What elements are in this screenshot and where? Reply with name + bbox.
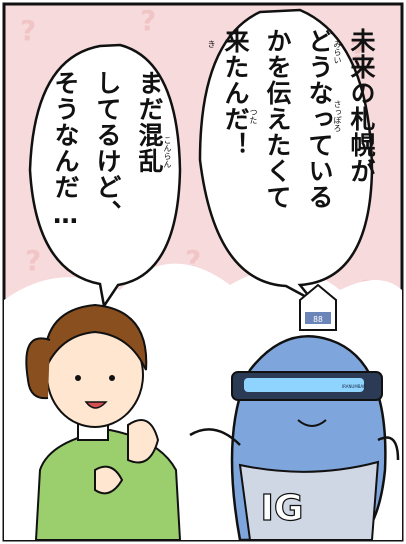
mascot-belly-logo: IG xyxy=(261,488,304,529)
speech-right-line: 来たんだ！ xyxy=(221,28,250,158)
svg-text:?: ? xyxy=(140,4,156,37)
mascot-character xyxy=(189,283,400,542)
mascot-visor-text: IRANUMBAR xyxy=(342,384,366,389)
furigana-ki: き xyxy=(207,40,216,48)
speech-left-text: まだ混乱 してるけど、 そうなんだ… xyxy=(44,70,170,230)
furigana-mirai: みらい xyxy=(333,40,342,64)
speech-left-line: まだ混乱 xyxy=(135,70,164,174)
speech-right-text: 未来の札幌が どうなっている かを伝えたくて 来たんだ！ xyxy=(214,28,382,210)
furigana-tsuta: つた xyxy=(249,108,258,124)
speech-right-line: どうなっている xyxy=(305,28,334,210)
woman-character xyxy=(25,303,182,541)
speech-right-line: 未来の札幌が xyxy=(347,28,376,184)
svg-text:?: ? xyxy=(350,34,366,67)
mascot-head-display: 88 xyxy=(313,315,323,324)
speech-left-line: してるけど、 xyxy=(93,70,122,226)
furigana-konran: こんらん xyxy=(163,136,172,168)
speech-left-line: そうなんだ… xyxy=(51,70,80,230)
furigana-sapporo: さっぽろ xyxy=(333,100,342,132)
speech-right-line: かを伝えたくて xyxy=(263,28,292,210)
speech-bubble-left xyxy=(28,43,182,310)
speech-bubble-right xyxy=(198,8,374,302)
svg-text:?: ? xyxy=(20,14,36,47)
svg-text:?: ? xyxy=(25,244,41,277)
